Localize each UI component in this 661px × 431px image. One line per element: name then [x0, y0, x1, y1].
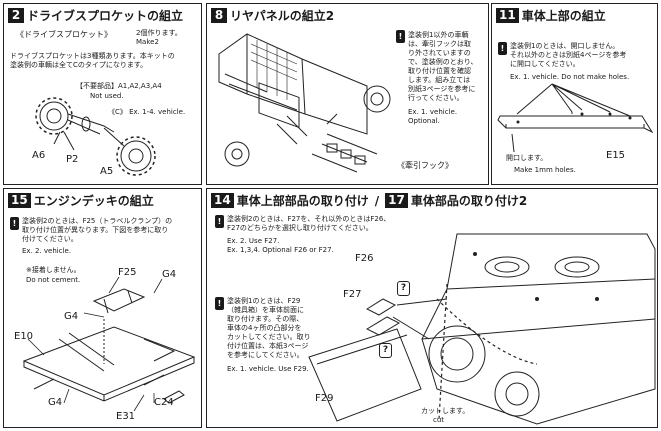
step-number: 14: [211, 193, 234, 208]
title-separator: /: [374, 193, 380, 208]
step-title: 8 リヤパネルの組立2: [211, 7, 334, 24]
note-line: で、塗装例のとおり、: [408, 58, 478, 66]
note-line: を参考にしてください。: [227, 351, 304, 359]
ex-line: Ex. 1. vehicle.: [408, 108, 458, 116]
hole-label: 開口します。: [506, 154, 548, 162]
part-label-f29: F29: [315, 393, 334, 404]
note-line: 付け位置は、本紙3ページ: [227, 342, 309, 350]
panel-step-15: 15 エンジンデッキの組立 ! 塗装例2のときは、F25（トラベルクランプ）の …: [3, 188, 202, 428]
note-line: 付けてください。: [22, 235, 78, 243]
question-mark-icon: ?: [379, 343, 392, 358]
engine-deck-drawing: [22, 276, 196, 412]
step-title-text: リヤパネルの組立2: [230, 9, 335, 23]
tow-hook-label: 《牽引フック》: [397, 161, 453, 170]
note-line: り外されていますの: [408, 49, 471, 57]
ex-line: Ex. 1. vehicle. Do not make holes.: [510, 73, 630, 81]
note-line: 取り付けます。その際、: [227, 315, 304, 323]
note-line: 塗装例1のときは、F29: [227, 297, 301, 305]
unused-parts: 【不要部品】A1,A2,A3,A4: [76, 82, 162, 90]
no-cement-note-en: Do not cement.: [26, 276, 81, 284]
part-label-g4: G4: [162, 269, 177, 280]
no-cement-note: ※接着しません。: [26, 266, 81, 274]
note-line: F27のどちらかを選択し取り付けてください。: [227, 224, 373, 232]
step-number: 15: [8, 193, 31, 208]
ex-line: Ex. 2. vehicle.: [22, 247, 72, 255]
ex-line: Optional.: [408, 117, 440, 125]
note-line: します。組み立ては: [408, 76, 471, 84]
cut-label: カットします。: [421, 407, 470, 415]
sprocket-subtitle: 《ドライブスプロケット》: [16, 30, 112, 39]
part-label-p2: P2: [66, 154, 79, 165]
note-line: 別紙3ページを参考に: [408, 85, 476, 93]
note-line: 塗装例1のときは、開口しません。: [510, 42, 620, 50]
note-line-2: 塗装例の車輌は全てCのタイプになります。: [10, 61, 148, 69]
exclamation-icon: !: [396, 30, 405, 43]
upper-hull-drawing: [497, 83, 654, 153]
note-line: 行ってください。: [408, 94, 464, 102]
make-count-en: Make2: [136, 38, 159, 46]
part-label-e15: E15: [606, 150, 626, 161]
note-line: 車体の4ヶ所の凸部分を: [227, 324, 302, 332]
note-line: カットしてください。取り: [227, 333, 311, 341]
note-line: 取り付け位置が異なります。下図を参考に取り: [22, 226, 169, 234]
step-number: 2: [8, 8, 24, 23]
part-label-g4: G4: [64, 311, 79, 322]
step-title-text: 車体上部部品の取り付け: [236, 194, 369, 208]
part-label-a6: A6: [32, 150, 46, 161]
cut-label-en: cut: [433, 416, 445, 424]
step-title-text: エンジンデッキの組立: [33, 194, 154, 208]
note-line: 塗装例2のときは、F25（トラベルクランプ）の: [22, 217, 173, 225]
part-label-f27: F27: [343, 289, 362, 300]
note-line: は、牽引フックは取: [408, 40, 471, 48]
step-number: 11: [496, 8, 519, 23]
note-line: 取り付け位置を確認: [408, 67, 471, 75]
hull-assembly-drawing: [308, 233, 656, 425]
rear-panel-drawing: [218, 33, 391, 173]
step-title: 14 車体上部部品の取り付け / 17 車体部品の取り付け2: [211, 192, 527, 209]
exclamation-icon: !: [10, 217, 19, 230]
step-title-text: 車体上部の組立: [521, 9, 606, 23]
ex-line: Ex. 1. vehicle. Use F29.: [227, 365, 309, 373]
ex-line: Ex. 2. Use F27.: [227, 237, 280, 245]
unused-parts-en: Not used.: [90, 92, 124, 100]
note-line-1: ドライブスプロケットは3種類あります。本キットの: [10, 52, 175, 60]
note-line: 塗装例1以外の車輌: [408, 31, 469, 39]
part-label-g4: G4: [48, 397, 63, 408]
panel-step-14-17: 14 車体上部部品の取り付け / 17 車体部品の取り付け2 ! 塗装例2のとき…: [206, 188, 658, 428]
exclamation-icon: !: [215, 297, 224, 310]
question-mark-icon: ?: [397, 281, 410, 296]
part-label-a5: A5: [100, 166, 114, 177]
ex-line: Ex. 1,3,4. Optional F26 or F27.: [227, 246, 334, 254]
make-count: 2個作ります。: [136, 29, 182, 37]
step-title: 2 ドライブスプロケットの組立: [8, 7, 183, 24]
part-label-e31: E31: [116, 411, 136, 422]
part-label-e10: E10: [14, 331, 34, 342]
panel-step-11: 11 車体上部の組立 ! 塗装例1のときは、開口しません。 それ以外のときは別紙…: [491, 3, 658, 185]
exclamation-icon: !: [498, 42, 507, 55]
sprocket-drawing: [35, 97, 156, 176]
step-title-text: 車体部品の取り付け2: [410, 194, 528, 208]
note-line: それ以外のときは別紙4ページを参考: [510, 51, 627, 59]
variant-c-label: 《C》 Ex. 1-4. vehicle.: [108, 108, 186, 116]
step-number: 17: [385, 193, 408, 208]
note-line: （雑具箱）を車体前面に: [227, 306, 304, 314]
hole-label-en: Make 1mm holes.: [514, 166, 576, 174]
step-title: 15 エンジンデッキの組立: [8, 192, 154, 209]
note-line: 塗装例2のときは、F27を、それ以外のときはF26、: [227, 215, 391, 223]
step-number: 8: [211, 8, 227, 23]
panel-step-8: 8 リヤパネルの組立2 ! 塗装例1以外の車輌 は、牽引フックは取 り外されてい…: [206, 3, 489, 185]
part-label-f26: F26: [355, 253, 374, 264]
step-title: 11 車体上部の組立: [496, 7, 606, 24]
part-label-f25: F25: [118, 267, 137, 278]
step-title-text: ドライブスプロケットの組立: [27, 9, 184, 23]
note-line: に開口してください。: [510, 60, 580, 68]
exclamation-icon: !: [215, 215, 224, 228]
panel-step-2: 2 ドライブスプロケットの組立 《ドライブスプロケット》 2個作ります。 Mak…: [3, 3, 202, 185]
part-label-c24: C24: [154, 397, 174, 408]
